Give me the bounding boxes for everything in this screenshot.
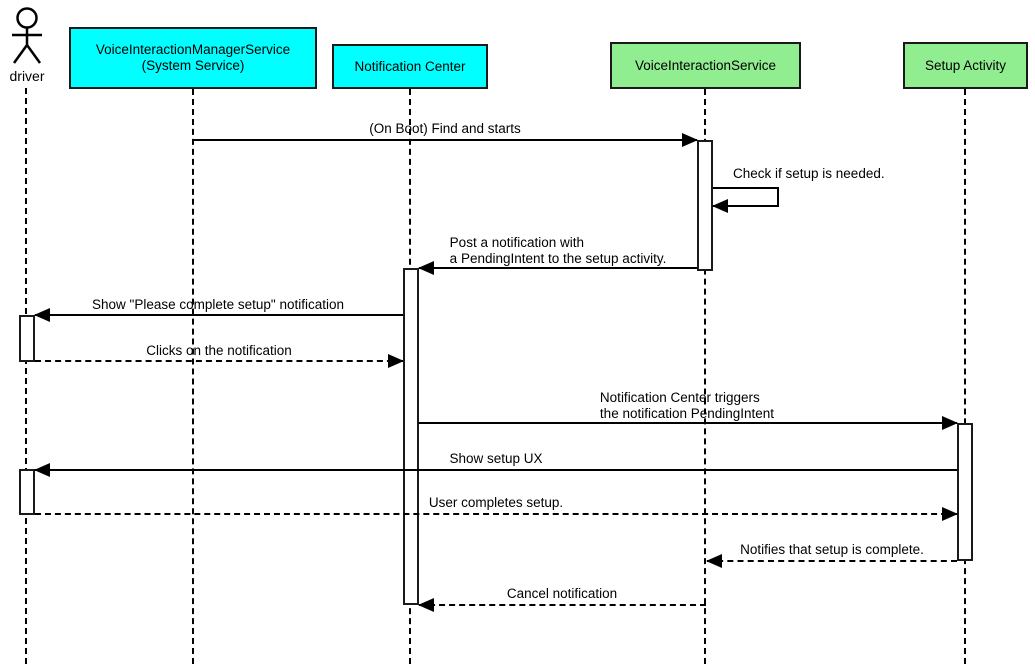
message-user-completes-line	[35, 507, 958, 521]
participant-voiceinteractionmanagerservice: VoiceInteractionManagerService (System S…	[69, 27, 317, 89]
arrowhead-left-icon	[706, 554, 722, 568]
message-show-setup-ux-line	[34, 463, 957, 477]
activation-bar-voiceinteractionservice	[697, 140, 713, 271]
arrowhead-right-icon	[942, 507, 958, 521]
participant-notification-center: Notification Center	[332, 44, 488, 89]
arrowhead-left-icon	[34, 308, 50, 322]
activation-bar-driver-2	[19, 469, 35, 515]
message-check-setup-line-top	[713, 187, 779, 189]
participant-voiceinteractionservice: VoiceInteractionService	[610, 42, 801, 89]
lifeline-driver	[25, 88, 27, 664]
message-cancel-notification-label: Cancel notification	[506, 586, 618, 601]
message-cancel-notification-line	[418, 598, 706, 612]
message-on-boot-line	[193, 133, 698, 147]
message-clicks-notification-line	[35, 354, 404, 368]
message-show-setup-ux-label: Show setup UX	[449, 451, 543, 466]
lifeline-vims	[192, 89, 194, 664]
message-on-boot-label: (On Boot) Find and starts	[369, 121, 521, 136]
arrowhead-left-icon	[418, 261, 434, 275]
message-check-setup-line-side	[777, 187, 779, 207]
message-notifies-complete-line	[706, 554, 957, 568]
actor-driver-icon	[12, 7, 42, 64]
message-user-completes-label: User completes setup.	[428, 495, 564, 510]
activation-bar-notification-center	[403, 268, 419, 605]
arrowhead-right-icon	[942, 416, 958, 430]
lifeline-setup-activity	[964, 89, 966, 664]
activation-bar-driver-1	[19, 315, 35, 362]
actor-driver-label: driver	[9, 68, 45, 84]
participant-label: VoiceInteractionManagerService	[95, 42, 291, 57]
participant-label: VoiceInteractionService	[634, 57, 777, 73]
message-show-setup-notification-label: Show "Please complete setup" notificatio…	[92, 297, 344, 312]
message-post-notification-label: Post a notification with a PendingIntent…	[449, 235, 667, 266]
arrowhead-right-icon	[388, 354, 404, 368]
arrowhead-left-icon	[34, 463, 50, 477]
participant-setup-activity: Setup Activity	[903, 42, 1028, 89]
activation-bar-setup-activity	[957, 423, 973, 561]
participant-sublabel: (System Service)	[141, 58, 245, 73]
message-show-setup-notification-line	[34, 308, 403, 322]
arrowhead-left-icon	[712, 199, 728, 213]
message-nc-triggers-label: Notification Center triggers the notific…	[599, 390, 775, 421]
participant-label: Notification Center	[354, 58, 466, 74]
message-check-setup-label: Check if setup is needed.	[733, 166, 885, 181]
message-check-setup-line-bottom	[712, 199, 779, 213]
arrowhead-left-icon	[418, 598, 434, 612]
participant-label: Setup Activity	[924, 57, 1007, 73]
message-notifies-complete-label: Notifies that setup is complete.	[740, 542, 924, 557]
lifeline-voiceinteractionservice	[704, 89, 706, 664]
message-nc-triggers-line	[418, 416, 958, 430]
message-post-notification-line	[418, 261, 697, 275]
message-clicks-notification-label: Clicks on the notification	[146, 343, 292, 358]
arrowhead-right-icon	[682, 133, 698, 147]
